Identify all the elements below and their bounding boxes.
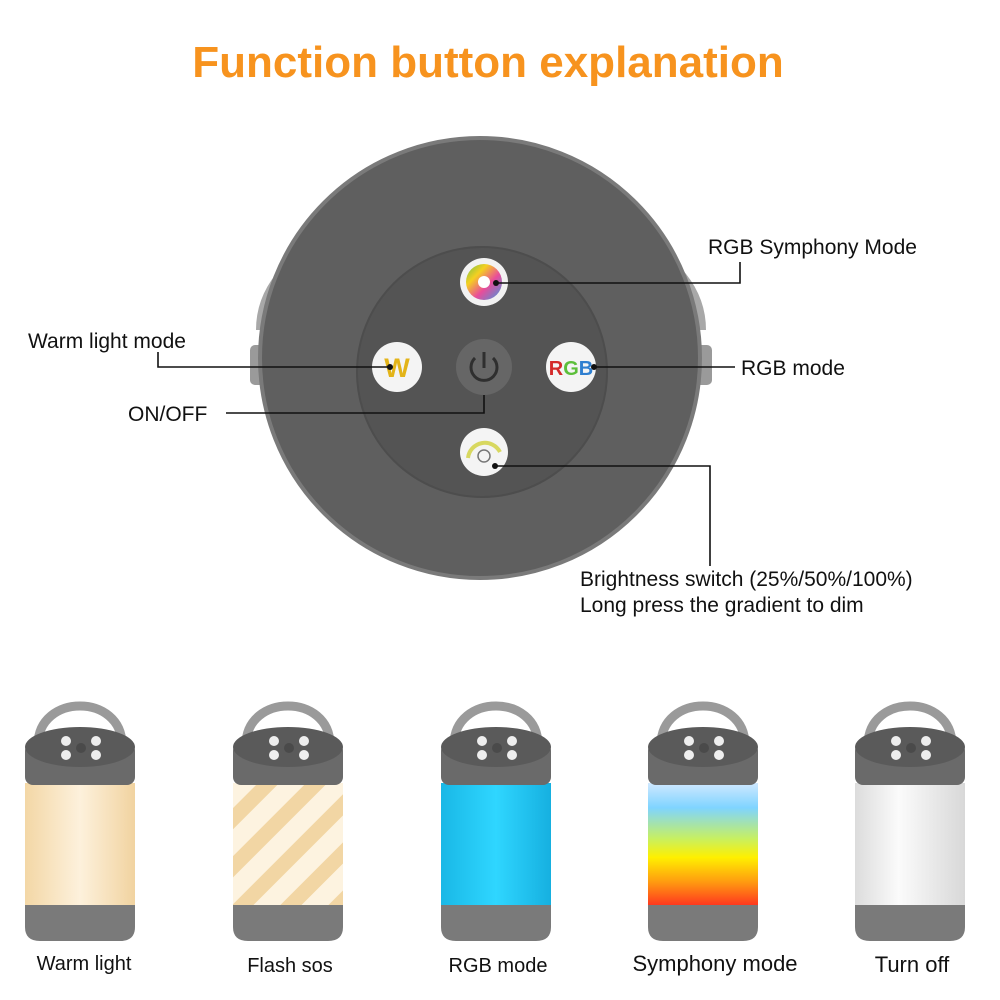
mode-caption: Symphony mode [632,951,797,976]
label-warm: Warm light mode [28,330,186,353]
lantern-top-view: W RGB [250,136,712,580]
mode-caption: RGB mode [449,955,548,977]
warm-light-button[interactable]: W [372,342,422,392]
rgb-button[interactable]: RGB [546,342,596,392]
mode-caption: Flash sos [247,955,333,977]
lantern-turn-off [855,706,965,941]
label-onoff: ON/OFF [128,403,207,426]
lantern-rgb-mode [441,706,551,941]
symphony-button[interactable] [460,258,508,306]
label-brightness: Brightness switch (25%/50%/100%) [580,568,913,591]
power-icon [469,356,499,382]
mode-caption: Warm light [37,953,132,975]
brightness-button[interactable] [460,428,508,476]
lantern-symphony-mode [648,706,758,941]
lantern-flash-sos [233,706,343,941]
label-brightness-dim: Long press the gradient to dim [580,594,864,617]
power-button[interactable] [456,339,512,395]
mode-caption: Turn off [875,952,950,977]
label-rgb: RGB mode [741,357,845,380]
label-symphony: RGB Symphony Mode [708,236,917,259]
bulb-icon [477,449,491,463]
lantern-warm-light [25,706,135,941]
rgb-icon: RGB [549,358,593,380]
page-title: Function button explanation [192,38,784,87]
